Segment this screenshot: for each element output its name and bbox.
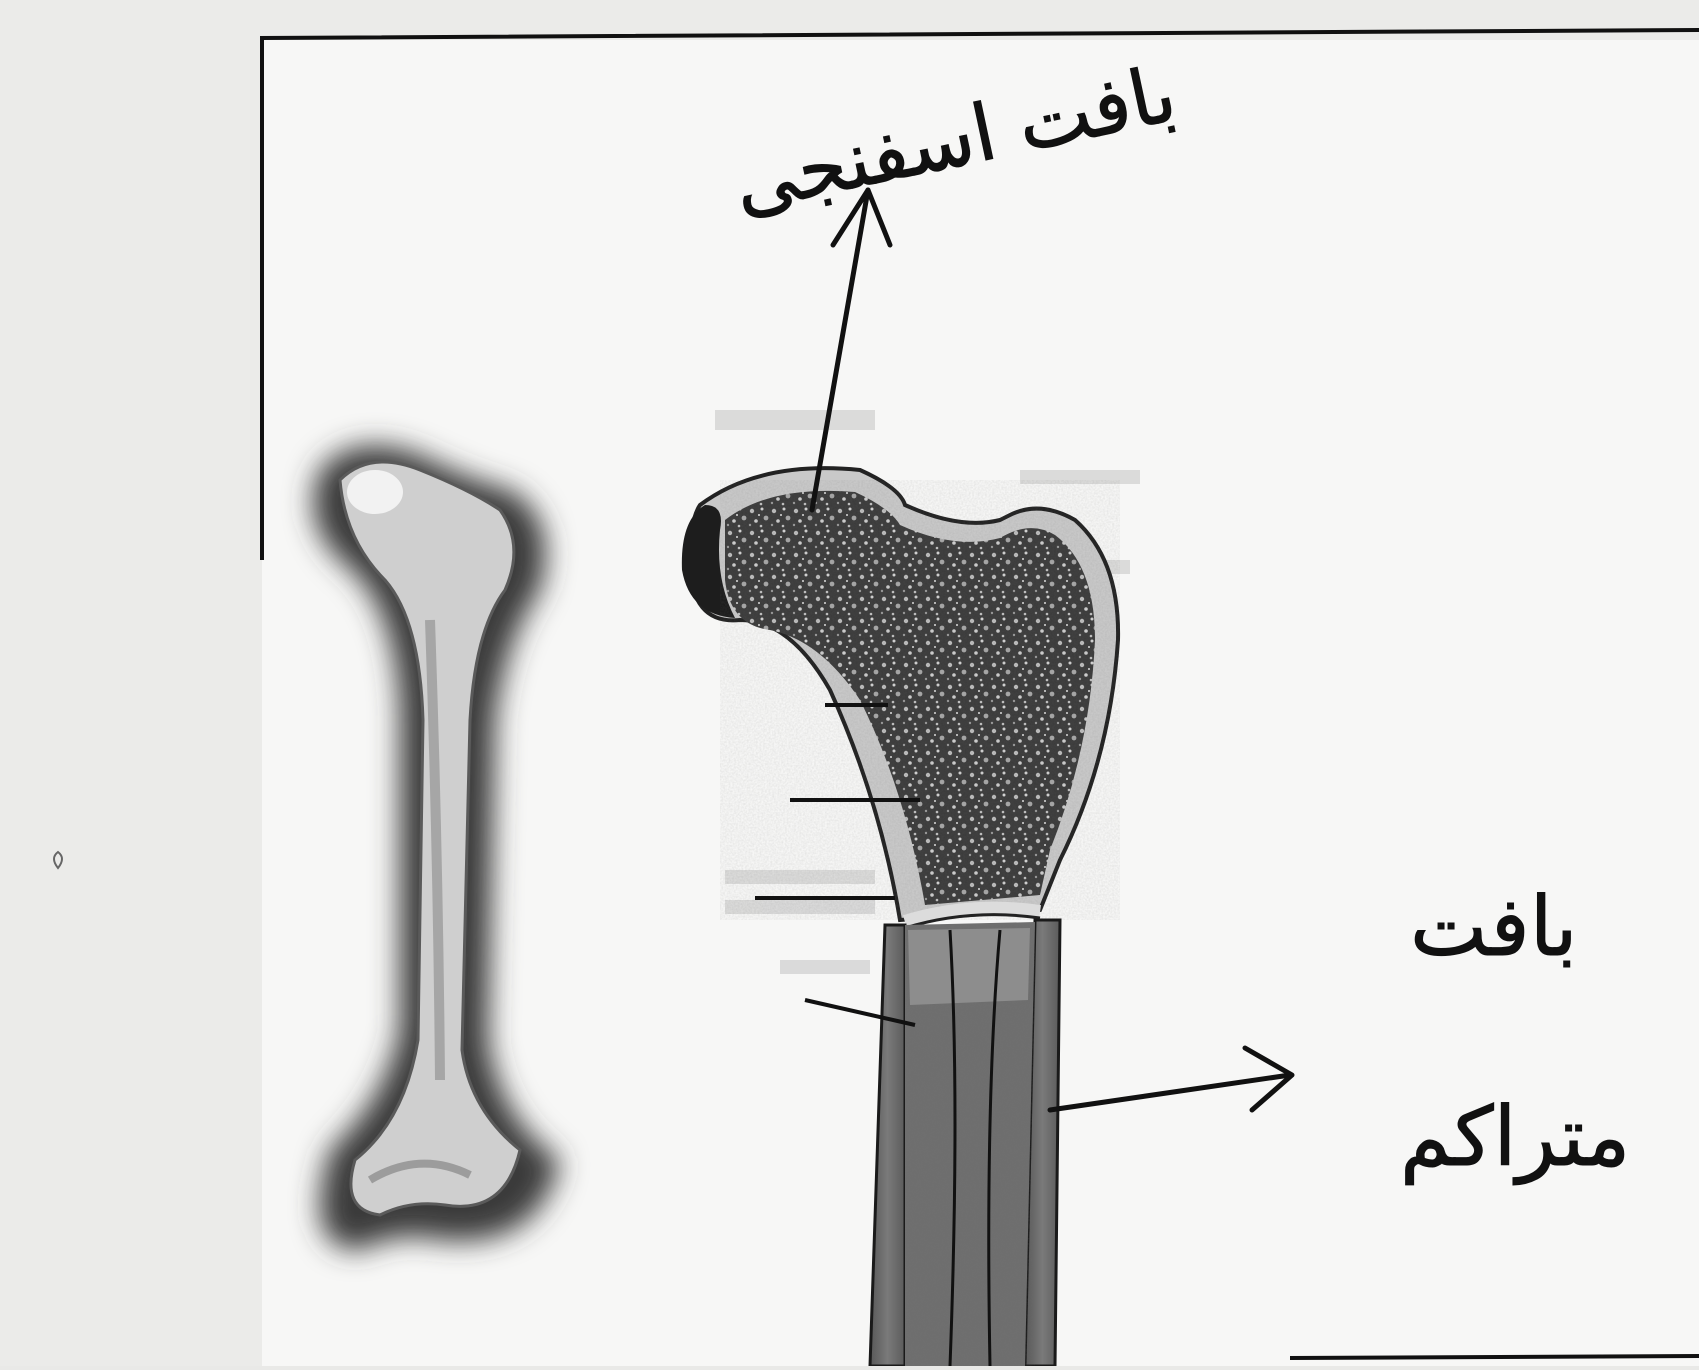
label-compact-tissue-line2: متراکم xyxy=(1400,1090,1630,1185)
label-compact-tissue-line1: بافت xyxy=(1410,880,1578,975)
